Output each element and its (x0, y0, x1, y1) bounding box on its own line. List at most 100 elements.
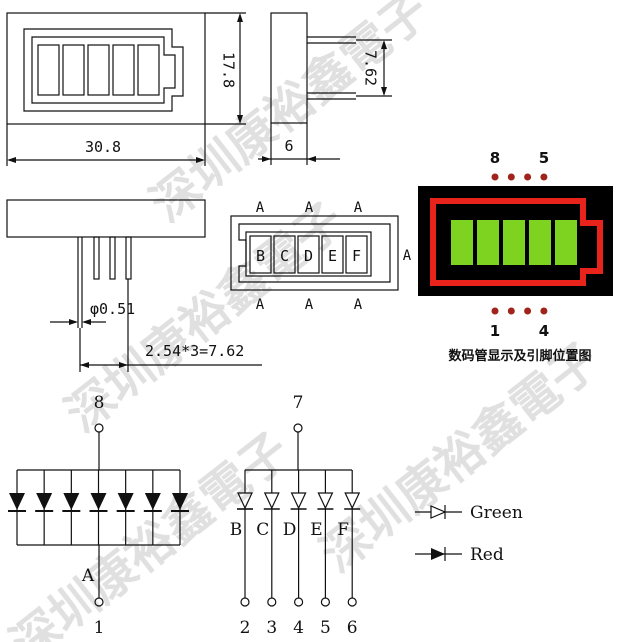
preview-bottom-pin-dots (491, 307, 548, 315)
pin-terminal (94, 597, 104, 607)
green-pin-number: 5 (320, 618, 331, 638)
segment-pin-label-a: A (354, 200, 363, 216)
red-common-pin-label: 8 (94, 393, 105, 413)
segment-view-inner-outline (238, 223, 391, 283)
front-view: 17.8 30.8 (6, 12, 246, 166)
pin-span-dim-label: 7.62 (362, 50, 380, 86)
front-segment (87, 44, 110, 96)
segment-pin-label-a: A (354, 297, 363, 313)
pin-terminal (320, 597, 330, 607)
depth-dim-label: 6 (284, 137, 293, 155)
green-segment-label: E (310, 520, 322, 540)
red-bottom-pin-label: 1 (94, 618, 105, 638)
width-dim-label: 30.8 (85, 138, 121, 156)
green-diode (263, 492, 280, 510)
preview-pin-dot (491, 307, 499, 315)
green-pin-number: 6 (347, 618, 358, 638)
pin-lead (109, 236, 116, 280)
side-view: 7.62 6 (258, 12, 392, 165)
front-segment (62, 44, 85, 96)
front-outline (6, 12, 206, 125)
preview-pin-dot (524, 307, 532, 315)
arrowhead (82, 319, 91, 325)
red-anode-label: A (81, 566, 95, 586)
segment-pin-label-a: A (403, 248, 412, 264)
green-pin-number: 4 (293, 618, 304, 638)
arrowhead (381, 40, 387, 49)
segment-pin-label-a: A (256, 297, 265, 313)
red-circuit: 8 A 1 (8, 393, 189, 638)
battery-inner-outline (31, 36, 176, 104)
red-diode (172, 493, 188, 510)
preview-top-pin-left: 8 (490, 149, 500, 167)
green-segment-label: F (337, 520, 349, 540)
bottom-view: φ0.51 2.54*3=7.62 (6, 199, 262, 372)
preview-top-pin-right: 5 (539, 149, 549, 167)
segment-box (273, 235, 296, 274)
preview-bars (451, 220, 577, 265)
segment-pin-label-a: A (305, 200, 314, 216)
battery-outer-outline (23, 28, 184, 112)
watermark-text: 深圳康裕鑫電子 (1, 422, 300, 642)
watermark-text: 深圳康裕鑫電子 (141, 0, 440, 233)
red-diode (144, 493, 161, 510)
red-diode (63, 493, 80, 510)
segment-view-outer (230, 215, 399, 291)
segment-label: B (256, 247, 265, 265)
pin-lead (125, 236, 132, 280)
preview-caption: 数码管显示及引脚位置图 (448, 348, 591, 364)
segment-box (249, 235, 272, 274)
segment-pin-label-a: A (256, 200, 265, 216)
preview-pin-dot (491, 173, 499, 181)
green-pin-number: 2 (240, 618, 251, 638)
pin-lead (93, 236, 100, 280)
legend: Green Red (415, 503, 523, 565)
arrowhead (196, 157, 205, 163)
green-pin-number: 3 (266, 618, 277, 638)
arrowhead (307, 156, 316, 162)
pin-terminal (294, 597, 304, 607)
segment-pin-label-a: A (305, 297, 314, 313)
arrowhead (381, 87, 387, 96)
preview-pin-dot (507, 307, 515, 315)
pin-terminal (293, 423, 303, 433)
red-diode (90, 493, 107, 510)
green-segment-label: C (256, 520, 269, 540)
green-diode (290, 492, 307, 510)
segment-label: F (352, 247, 361, 265)
front-segment (137, 44, 160, 96)
display-preview: 8 5 1 4 数码管显示及引脚位置图 (418, 149, 613, 364)
preview-bar (503, 220, 525, 265)
pin-diameter-label: φ0.51 (90, 300, 135, 318)
red-diode (117, 493, 134, 510)
bottom-outline (6, 199, 206, 238)
legend-green-diode-icon (430, 505, 447, 519)
preview-pin-dot (540, 173, 548, 181)
segment-box (321, 235, 344, 274)
arrowhead (7, 157, 16, 163)
green-segment-label: D (283, 520, 297, 540)
preview-battery-frame (430, 198, 603, 286)
pin-terminal (267, 597, 277, 607)
preview-bar (451, 220, 473, 265)
height-dim-label: 17.8 (220, 52, 238, 88)
preview-bottom-pin-right: 4 (539, 322, 549, 340)
pin-pitch-label: 2.54*3=7.62 (145, 342, 244, 360)
red-diode (36, 493, 53, 510)
green-diode (317, 492, 334, 510)
red-diode (9, 493, 25, 510)
segment-label: C (280, 247, 289, 265)
arrowhead (69, 319, 78, 325)
green-diode (344, 492, 361, 510)
segment-box (345, 235, 368, 274)
segment-box (297, 235, 320, 274)
segment-view-window (245, 231, 372, 277)
segment-label: D (304, 247, 313, 265)
preview-bar (529, 220, 551, 265)
